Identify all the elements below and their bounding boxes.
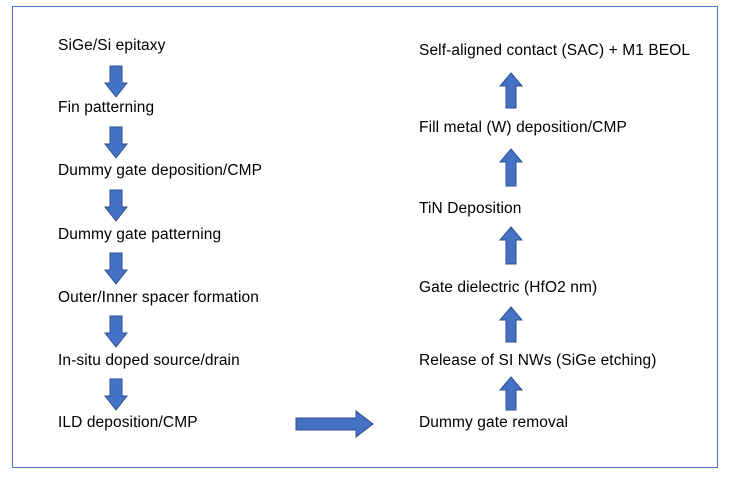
up-arrow-icon	[498, 226, 524, 265]
step-fill-metal: Fill metal (W) deposition/CMP	[419, 119, 627, 136]
step-dummy-gate-deposition: Dummy gate deposition/CMP	[58, 162, 263, 179]
step-source-drain: In-situ doped source/drain	[58, 352, 240, 369]
down-arrow-icon	[103, 189, 129, 222]
step-sige-si-epitaxy: SiGe/Si epitaxy	[58, 37, 166, 54]
step-sac-m1-beol: Self-aligned contact (SAC) + M1 BEOL	[419, 42, 691, 59]
step-release-si-nws: Release of SI NWs (SiGe etching)	[419, 352, 657, 369]
down-arrow-icon	[103, 315, 129, 348]
up-arrow-icon	[498, 72, 524, 109]
right-arrow-icon	[295, 409, 374, 439]
up-arrow-icon	[498, 306, 524, 343]
up-arrow-icon	[498, 376, 524, 411]
up-arrow-icon	[498, 148, 524, 187]
step-tin-deposition: TiN Deposition	[419, 200, 522, 217]
step-gate-dielectric: Gate dielectric (HfO2 nm)	[419, 279, 598, 296]
step-fin-patterning: Fin patterning	[58, 99, 155, 116]
step-dummy-gate-patterning: Dummy gate patterning	[58, 226, 222, 243]
step-ild-deposition: ILD deposition/CMP	[58, 414, 198, 431]
step-dummy-gate-removal: Dummy gate removal	[419, 414, 569, 431]
diagram-frame	[12, 6, 718, 468]
down-arrow-icon	[103, 65, 129, 98]
step-spacer-formation: Outer/Inner spacer formation	[58, 289, 259, 306]
down-arrow-icon	[103, 252, 129, 285]
down-arrow-icon	[103, 378, 129, 411]
down-arrow-icon	[103, 126, 129, 159]
